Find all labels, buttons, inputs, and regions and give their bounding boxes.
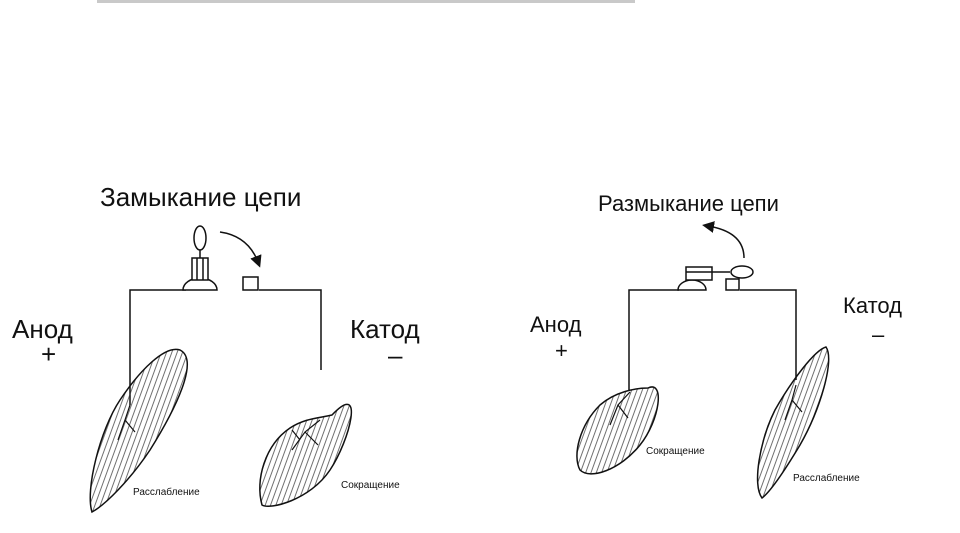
right-muscle-contracted (576, 386, 660, 475)
right-curved-arrow (702, 221, 745, 259)
right-anode-label: Анод (530, 312, 582, 337)
left-title: Замыкание цепи (100, 182, 302, 212)
right-switch-base (677, 279, 707, 291)
left-relaxed-label: Расслабление (133, 487, 200, 498)
right-contact (725, 278, 740, 291)
left-muscle-contracted (259, 403, 352, 507)
left-switch-knob (193, 225, 207, 251)
left-muscle-relaxed (89, 348, 189, 514)
right-switch-knob (730, 265, 754, 279)
right-relaxed-label: Расслабление (793, 473, 860, 484)
right-cathode-label: Катод (843, 293, 902, 318)
left-switch-post (191, 257, 209, 281)
right-wire-cathode (740, 289, 797, 380)
right-title: Размыкание цепи (598, 191, 779, 216)
left-wire-cathode (259, 289, 322, 370)
right-wire-anode (628, 289, 679, 390)
left-contracted-label: Сокращение (341, 480, 400, 491)
right-contracted-label: Сокращение (646, 446, 705, 457)
left-anode-sign: + (41, 339, 57, 369)
right-muscle-relaxed (756, 346, 830, 500)
right-circuit (628, 221, 797, 390)
left-wire-anode (129, 289, 186, 405)
left-circuit (129, 225, 322, 405)
left-curved-arrow (219, 231, 262, 268)
left-contact (242, 276, 259, 291)
top-rule (97, 0, 635, 3)
left-cathode-sign: – (388, 340, 403, 370)
left-anode-label: Анод (12, 314, 73, 344)
right-cathode-sign: – (872, 322, 885, 347)
left-cathode-label: Катод (350, 314, 420, 344)
right-switch-lever (685, 266, 713, 281)
right-anode-sign: + (555, 338, 568, 363)
